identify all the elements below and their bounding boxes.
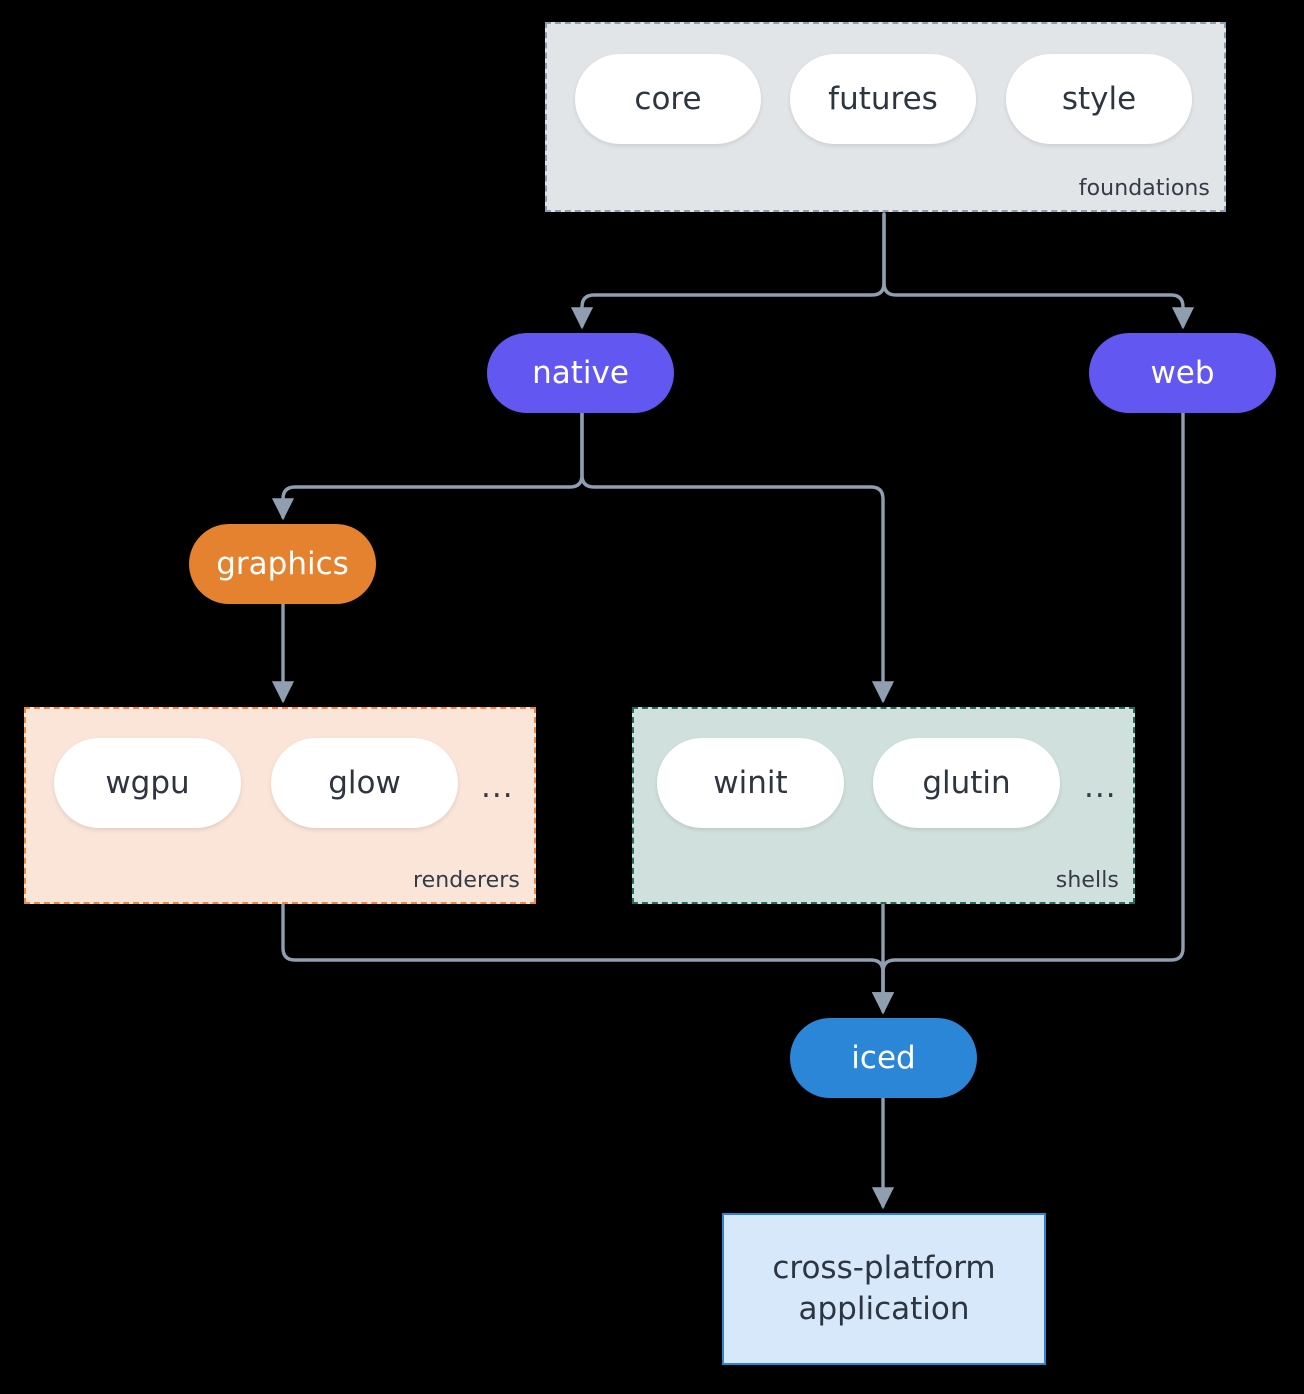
cluster-renderers: wgpu glow ... renderers: [24, 707, 536, 904]
cluster-foundations: core futures style foundations: [545, 22, 1226, 212]
application-label-line2: application: [798, 1291, 970, 1327]
node-web-label: web: [1150, 355, 1215, 391]
node-cross-platform-application[interactable]: cross-platform application: [722, 1213, 1046, 1365]
node-glow[interactable]: glow: [271, 738, 458, 828]
shells-overflow-ellipsis: ...: [1084, 769, 1117, 805]
node-graphics-label: graphics: [216, 546, 349, 582]
node-futures[interactable]: futures: [790, 54, 976, 144]
application-label-line1: cross-platform: [772, 1250, 996, 1287]
node-graphics[interactable]: graphics: [189, 524, 376, 604]
node-native-label: native: [532, 355, 629, 391]
edge-foundations-native: [570, 212, 886, 330]
edge-renderers-iced: [281, 902, 895, 1015]
node-iced-label: iced: [851, 1040, 916, 1076]
node-glutin[interactable]: glutin: [873, 738, 1060, 828]
node-glutin-label: glutin: [922, 765, 1011, 801]
node-wgpu[interactable]: wgpu: [54, 738, 241, 828]
node-core[interactable]: core: [575, 54, 761, 144]
node-futures-label: futures: [828, 81, 938, 117]
cluster-foundations-label: foundations: [1078, 176, 1210, 201]
edge-native-shells: [580, 411, 895, 704]
node-wgpu-label: wgpu: [105, 765, 190, 801]
cluster-shells: winit glutin ... shells: [632, 707, 1135, 904]
node-style[interactable]: style: [1006, 54, 1192, 144]
cluster-shells-label: shells: [1055, 868, 1119, 893]
node-web[interactable]: web: [1089, 333, 1276, 413]
node-iced[interactable]: iced: [790, 1018, 977, 1098]
node-glow-label: glow: [328, 765, 401, 801]
edge-foundations-web: [882, 212, 1195, 330]
node-native[interactable]: native: [487, 333, 674, 413]
edge-native-graphics: [271, 411, 584, 521]
node-winit[interactable]: winit: [657, 738, 844, 828]
node-style-label: style: [1061, 81, 1137, 117]
node-winit-label: winit: [713, 765, 788, 801]
cluster-renderers-label: renderers: [412, 868, 520, 893]
node-core-label: core: [634, 81, 702, 117]
renderers-overflow-ellipsis: ...: [481, 769, 514, 805]
